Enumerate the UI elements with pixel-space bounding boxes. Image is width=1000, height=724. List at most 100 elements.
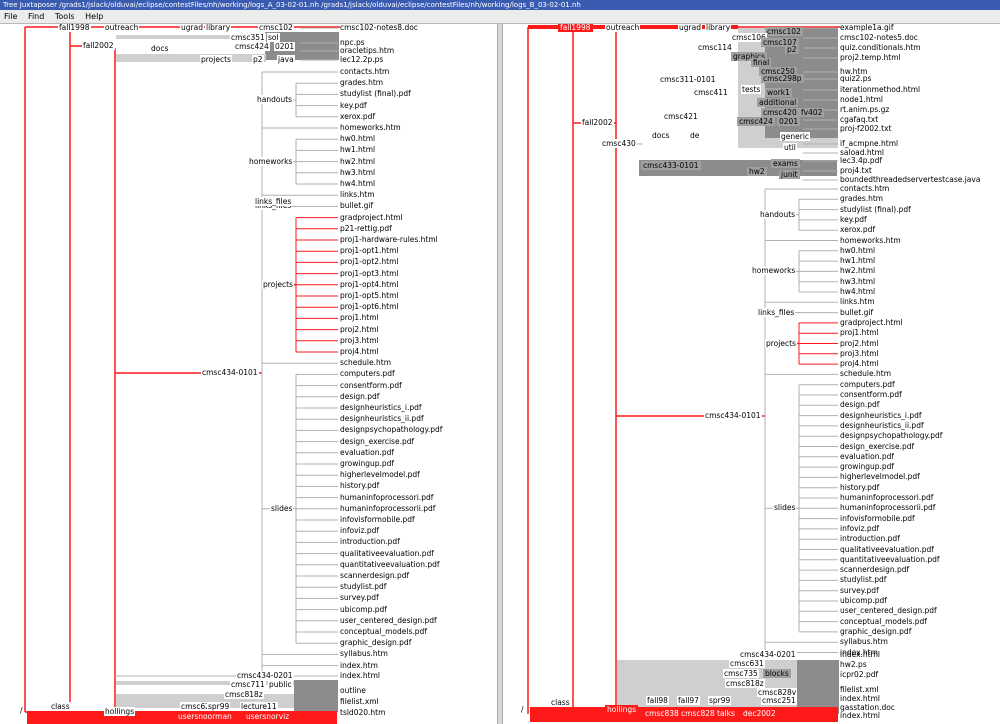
node-label[interactable]: cmsc102 [258, 24, 294, 32]
node-label[interactable]: cmsc420 [761, 108, 799, 117]
group-label[interactable]: homeworks [248, 156, 294, 166]
leaf-label[interactable]: conceptual_models.pdf [340, 627, 427, 636]
leaf-label[interactable]: qualitativeevaluation.pdf [840, 544, 934, 554]
node-label[interactable]: library [705, 24, 732, 32]
menu-help[interactable]: Help [85, 12, 104, 21]
leaf-label[interactable]: hw0.html [840, 245, 876, 255]
leaf-label[interactable]: filelist.xml [340, 697, 379, 706]
leaf-label[interactable]: xerox.pdf [340, 111, 376, 121]
leaf-label[interactable]: scannerdesign.pdf [840, 565, 910, 575]
leaf-label[interactable]: example1a.gif [840, 24, 894, 32]
group-label[interactable]: handouts [759, 209, 797, 219]
root-label[interactable]: / [521, 705, 524, 714]
leaf-label[interactable]: oracletips.htm [340, 46, 395, 55]
leaf-label[interactable]: index.html [840, 650, 880, 659]
menu-find[interactable]: Find [27, 12, 45, 21]
node-label[interactable]: dec2002 [741, 709, 778, 718]
leaf-label[interactable]: graphic_design.pdf [840, 626, 912, 636]
leaf-label[interactable]: boundedthreadedservertestcase.java [840, 175, 981, 184]
leaf-label[interactable]: contacts.htm [340, 67, 390, 76]
node-label[interactable]: docs [150, 44, 170, 53]
node-label[interactable]: spr99 [708, 696, 732, 705]
leaf-label[interactable]: cgafaq.txt [840, 115, 879, 124]
node-label[interactable]: cmsc298p [761, 74, 804, 83]
leaf-label[interactable]: lec3.4p.pdf [840, 156, 883, 165]
leaf-label[interactable]: proj1-opt1.html [340, 246, 399, 256]
leaf-label[interactable]: gradproject.html [840, 317, 903, 327]
node-label[interactable]: cmsc838 [643, 709, 681, 718]
leaf-label[interactable]: studylist (final).pdf [840, 204, 911, 214]
menu-tools[interactable]: Tools [54, 12, 75, 21]
leaf-label[interactable]: proj1.html [840, 328, 879, 338]
node-label[interactable]: fall98 [646, 696, 669, 705]
leaf-label[interactable]: consentform.pdf [840, 390, 902, 399]
course-label[interactable]: cmsc434-0101 [201, 368, 259, 377]
node-label[interactable]: hollings [104, 707, 136, 716]
leaf-label[interactable]: bullet.gif [840, 307, 874, 317]
leaf-label[interactable]: survey.pdf [840, 585, 879, 595]
node-label[interactable]: usersnoorman [176, 712, 234, 721]
node-label[interactable]: cmsc828v [757, 688, 798, 697]
node-label[interactable]: cmsc624 [180, 702, 216, 711]
leaf-label[interactable]: history.pdf [340, 481, 380, 491]
leaf-label[interactable]: qualitativeevaluation.pdf [340, 548, 434, 558]
group-label[interactable]: links_files [757, 307, 796, 317]
node-label[interactable]: projects [200, 55, 232, 64]
node-label[interactable]: generic [780, 132, 811, 141]
leaf-label[interactable]: higherlevelmodel.pdf [840, 472, 920, 482]
node-label[interactable]: fall1998 [58, 24, 91, 32]
node-label[interactable]: cmsc818z [224, 690, 264, 699]
group-label[interactable]: homeworks [751, 266, 797, 276]
leaf-label[interactable]: evaluation.pdf [340, 447, 394, 457]
node-label[interactable]: sol [267, 33, 280, 42]
node-label[interactable]: cmsc434-0201 [739, 650, 797, 659]
node-label[interactable]: fall1998 [558, 24, 593, 32]
node-label[interactable]: outreach [104, 24, 140, 32]
leaf-label[interactable]: npc.ps [340, 38, 365, 47]
root-label[interactable]: / [20, 706, 23, 715]
leaf-label[interactable]: filelist.xml [840, 685, 879, 694]
leaf-label[interactable]: hw1.html [340, 145, 376, 155]
leaf-label[interactable]: proj1-hardware-rules.html [340, 235, 438, 244]
leaf-label[interactable]: tsld020.htm [340, 708, 386, 717]
group-label[interactable]: projects [262, 279, 294, 289]
node-label[interactable]: 0201 [777, 117, 801, 126]
node-label[interactable]: outreach [605, 24, 641, 32]
leaf-label[interactable]: studylist.pdf [840, 575, 887, 585]
leaf-label[interactable]: consentform.pdf [340, 380, 402, 390]
leaf-label[interactable]: computers.pdf [340, 369, 395, 379]
group-label[interactable]: slides [270, 503, 294, 513]
leaf-label[interactable]: homeworks.htm [340, 123, 401, 132]
leaf-label[interactable]: evaluation.pdf [840, 451, 894, 461]
panel-divider[interactable] [497, 24, 503, 724]
node-label[interactable]: hollings [605, 705, 639, 714]
node-label[interactable]: cmsc250 [759, 67, 797, 76]
group-label[interactable]: slides [773, 503, 797, 513]
node-label[interactable]: cmsc711 [230, 680, 266, 689]
leaf-label[interactable]: studylist (final).pdf [340, 89, 411, 99]
leaf-label[interactable]: hw3.html [840, 276, 876, 286]
node-label[interactable]: fall2002 [581, 118, 614, 127]
node-label[interactable]: java [277, 55, 295, 64]
node-label[interactable]: ugrad [180, 24, 204, 32]
leaf-label[interactable]: humaninfoprocessori.pdf [840, 493, 934, 502]
leaf-label[interactable]: index.htm [340, 660, 378, 670]
leaf-label[interactable]: gasstation.doc [840, 703, 895, 712]
leaf-label[interactable]: bullet.gif [340, 201, 374, 211]
leaf-label[interactable]: lec12.2p.ps [340, 55, 384, 64]
leaf-label[interactable]: hw0.html [340, 134, 376, 144]
leaf-label[interactable]: proj1.html [340, 313, 379, 323]
class-label[interactable]: class [50, 702, 71, 711]
node-label[interactable]: spr99 [207, 702, 231, 711]
node-label[interactable]: cmsc424 [737, 117, 775, 126]
leaf-label[interactable]: node1.html [840, 95, 883, 104]
node-label[interactable]: cmsc735 [723, 669, 759, 678]
leaf-label[interactable]: contacts.htm [840, 184, 890, 193]
node-label[interactable]: work1 [765, 88, 792, 97]
leaf-label[interactable]: designpsychopathology.pdf [340, 425, 443, 435]
leaf-label[interactable]: links.htm [840, 297, 875, 307]
leaf-label[interactable]: designheuristics_ii.pdf [340, 414, 424, 424]
node-label[interactable]: ugrad [678, 24, 702, 32]
node-label[interactable]: additional [757, 98, 799, 107]
